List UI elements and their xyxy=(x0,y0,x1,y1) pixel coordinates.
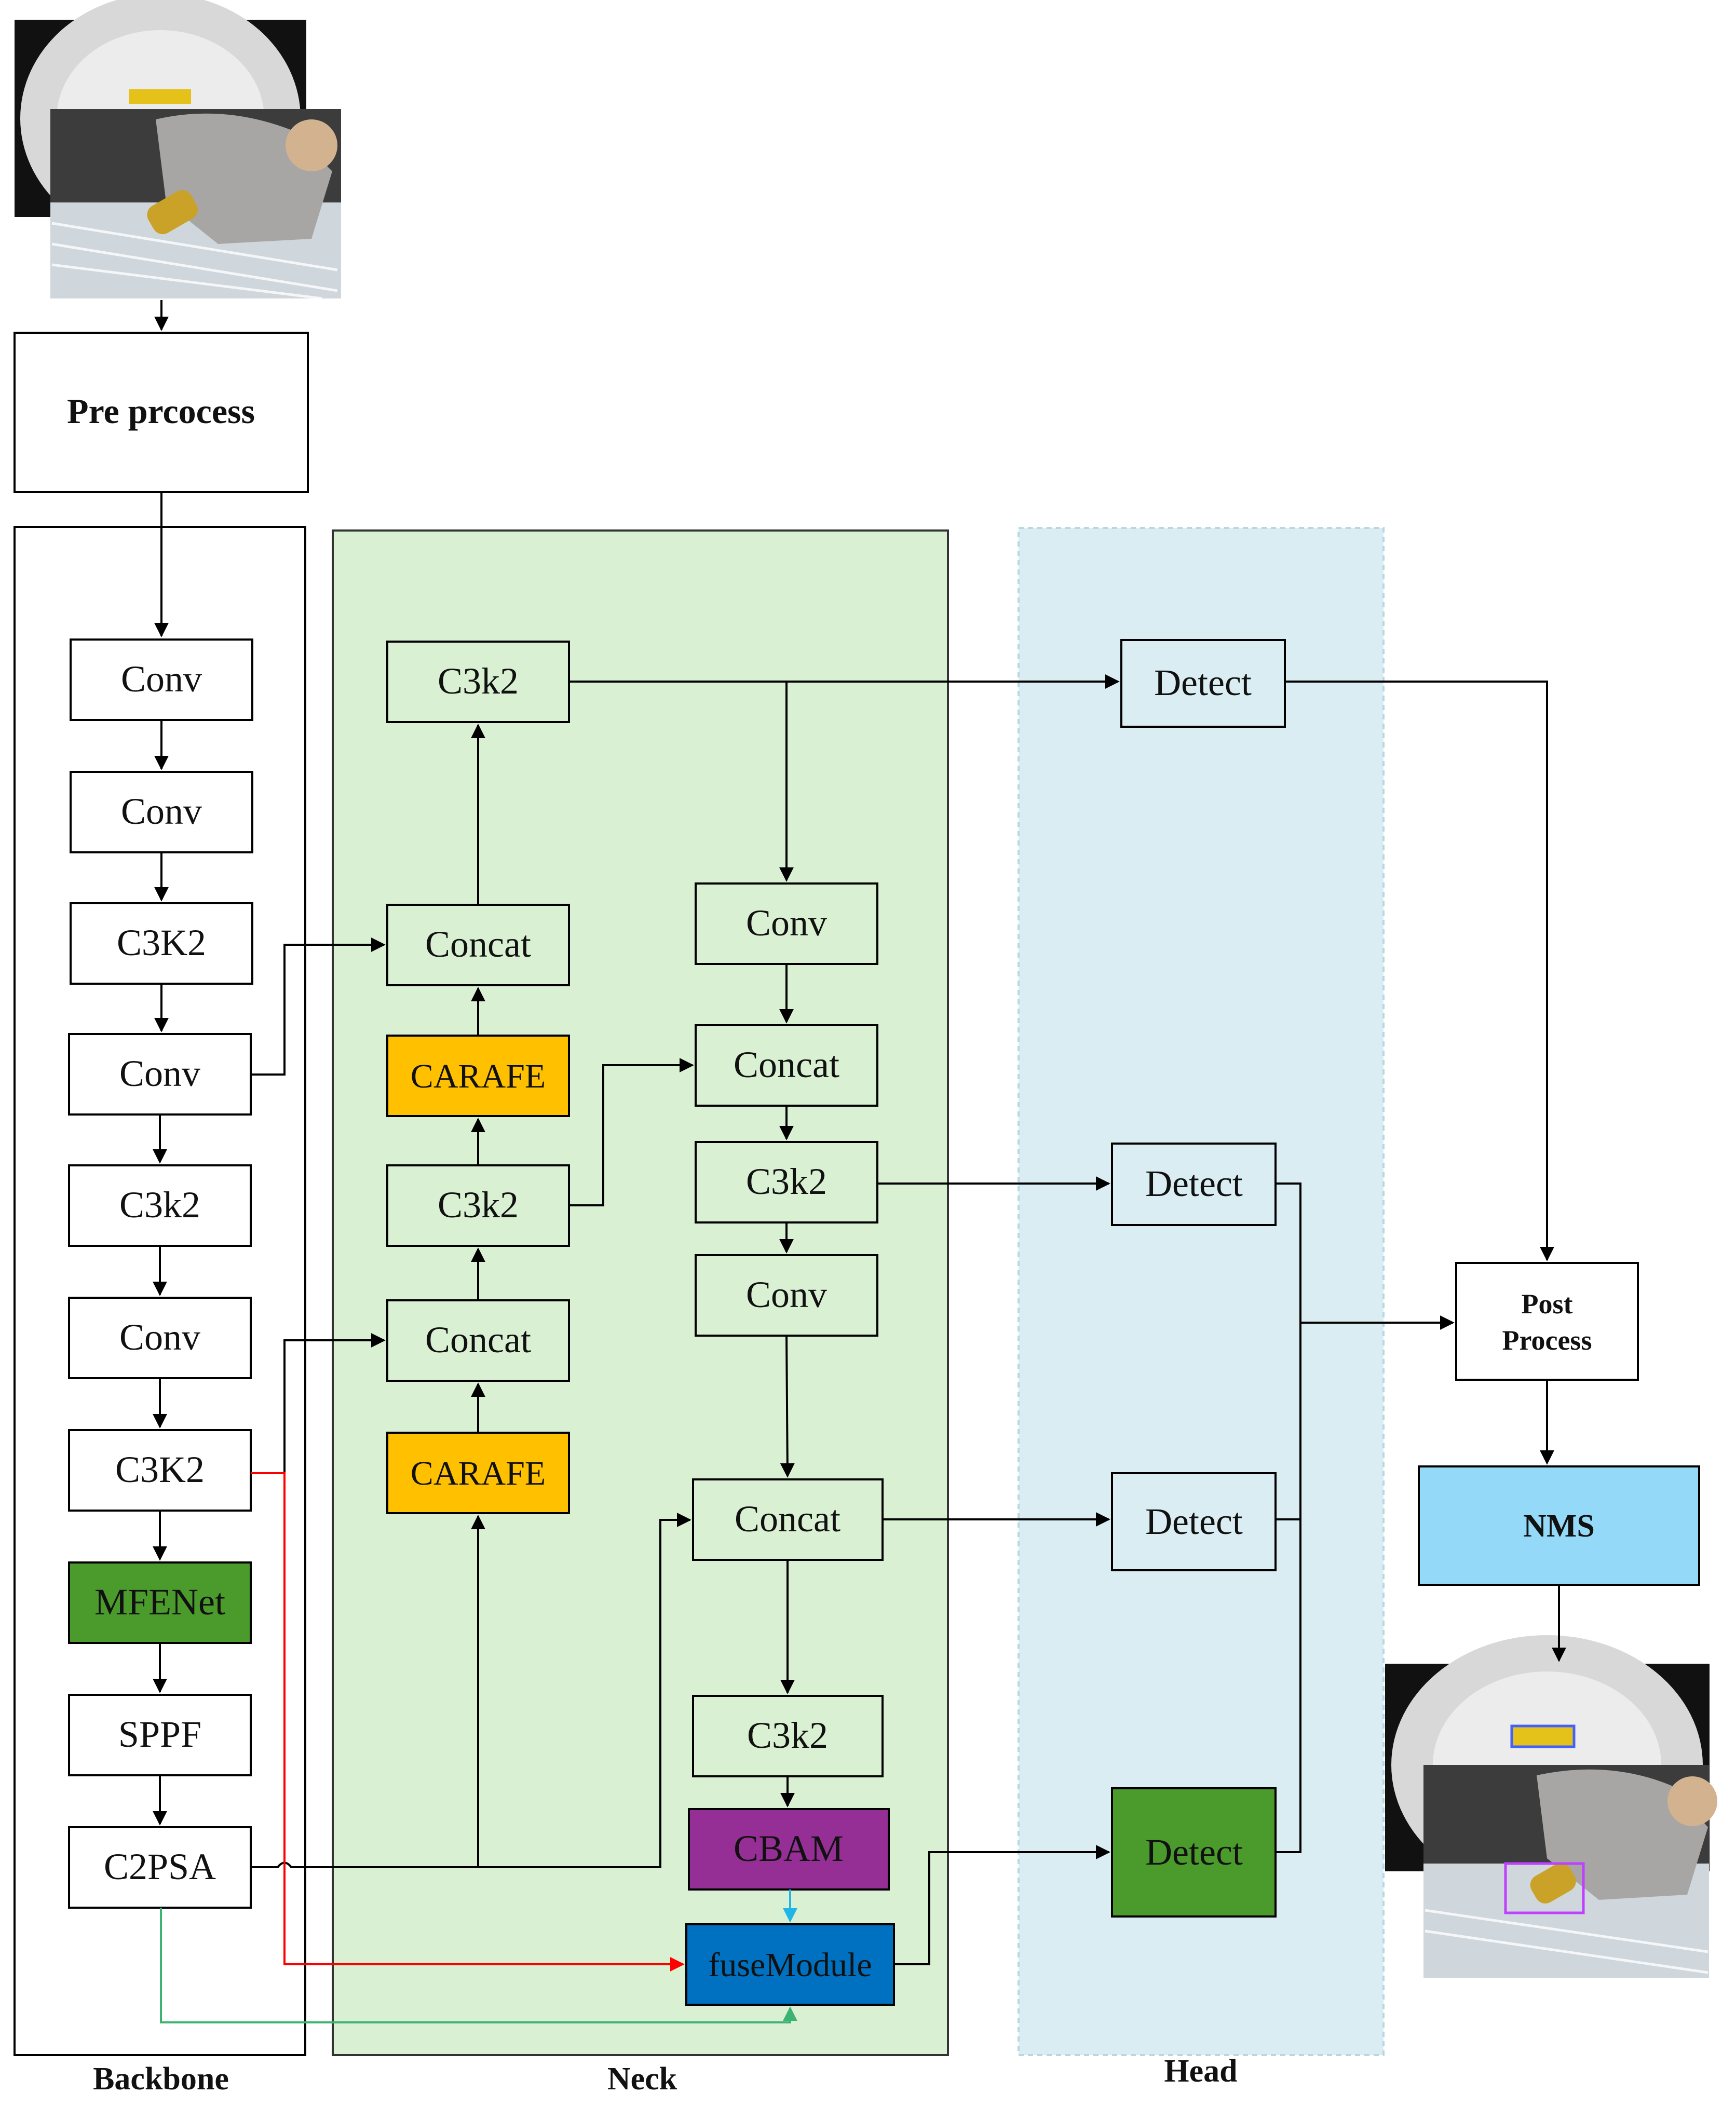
preprocess-label: Pre prcocess xyxy=(67,391,255,431)
neck-conv-1 xyxy=(695,882,878,965)
backbone-c2psa-label: C2PSA xyxy=(104,1846,216,1887)
post-process-label-2: Process xyxy=(1502,1325,1592,1356)
red-connection xyxy=(251,1472,685,1972)
backbone-label: Backbone xyxy=(93,2061,229,2097)
backbone-conv-1-label: Conv xyxy=(121,658,202,700)
neck-c3k2-top xyxy=(386,641,570,723)
neck-fuse-module-label: fuseModule xyxy=(708,1946,872,1984)
head-detect-1 xyxy=(1120,639,1286,728)
neck-concat-c xyxy=(695,1024,878,1107)
head-detect-2-label: Detect xyxy=(1145,1163,1243,1204)
head-detect-2 xyxy=(1111,1143,1277,1226)
nms-label: NMS xyxy=(1523,1508,1595,1544)
backbone-conv-2-label: Conv xyxy=(121,791,202,832)
neck-carafe-b xyxy=(386,1432,570,1514)
backbone-conv-2 xyxy=(70,771,253,853)
head-label: Head xyxy=(1164,2054,1237,2089)
backbone-conv-4 xyxy=(68,1297,252,1379)
neck-c3k2-mid-label: C3k2 xyxy=(438,1184,519,1226)
backbone-region xyxy=(13,526,306,2056)
backbone-c3k2-1 xyxy=(70,902,253,985)
backbone-c3k2-3 xyxy=(68,1429,252,1512)
neck-carafe-a-label: CARAFE xyxy=(411,1057,546,1095)
neck-c3k2-top-label: C3k2 xyxy=(438,660,519,702)
head-detect-3-label: Detect xyxy=(1145,1501,1243,1542)
neck-concat-a-label: Concat xyxy=(425,923,531,965)
neck-conv-2-label: Conv xyxy=(746,1274,827,1315)
backbone-c3k2-2-label: C3k2 xyxy=(119,1184,200,1226)
backbone-sppf-label: SPPF xyxy=(118,1714,201,1755)
backbone-conv-3 xyxy=(68,1033,252,1116)
neck-cbam xyxy=(688,1808,890,1891)
neck-concat-d-label: Concat xyxy=(735,1498,840,1540)
preprocess-box xyxy=(13,332,309,493)
backbone-conv-3-label: Conv xyxy=(119,1053,200,1094)
neck-c3k2-bottom xyxy=(692,1695,884,1777)
neck-concat-c-label: Concat xyxy=(734,1044,839,1085)
neck-c3k2-right xyxy=(695,1141,878,1224)
output-image xyxy=(1385,1635,1717,1978)
neck-cbam-label: CBAM xyxy=(734,1828,844,1869)
neck-carafe-a xyxy=(386,1035,570,1117)
neck-label: Neck xyxy=(607,2061,677,2097)
backbone-c2psa xyxy=(68,1826,252,1909)
backbone-stack: Conv Conv C3K2 Conv C3k2 Conv C3K2 MFENe… xyxy=(68,638,253,1909)
head-detect-4 xyxy=(1111,1787,1277,1918)
neck-c3k2-right-label: C3k2 xyxy=(746,1161,827,1202)
neck-carafe-b-label: CARAFE xyxy=(411,1454,546,1492)
green-connection xyxy=(160,1908,797,2023)
post-process-box xyxy=(1455,1262,1639,1381)
post-process-label-1: Post xyxy=(1522,1288,1573,1320)
neck-fuse-module xyxy=(685,1923,895,2006)
neck-concat-b-label: Concat xyxy=(425,1319,531,1361)
head-detect-1-label: Detect xyxy=(1154,662,1252,703)
input-image xyxy=(15,0,341,300)
neck-c3k2-bottom-label: C3k2 xyxy=(747,1715,828,1756)
head-detect-3 xyxy=(1111,1472,1277,1571)
neck-conv-2 xyxy=(695,1254,878,1337)
backbone-c3k2-3-label: C3K2 xyxy=(115,1449,205,1490)
backbone-sppf xyxy=(68,1694,252,1776)
neck-concat-a xyxy=(386,904,570,986)
backbone-c3k2-2 xyxy=(68,1164,252,1247)
head-detect-4-label: Detect xyxy=(1145,1831,1243,1873)
neck-conv-1-label: Conv xyxy=(746,902,827,944)
nms-box xyxy=(1418,1465,1700,1586)
backbone-mfenet-label: MFENet xyxy=(94,1581,225,1623)
backbone-conv-4-label: Conv xyxy=(119,1316,200,1358)
backbone-c3k2-1-label: C3K2 xyxy=(117,922,206,963)
backbone-mfenet xyxy=(68,1561,252,1644)
neck-concat-b xyxy=(386,1299,570,1382)
